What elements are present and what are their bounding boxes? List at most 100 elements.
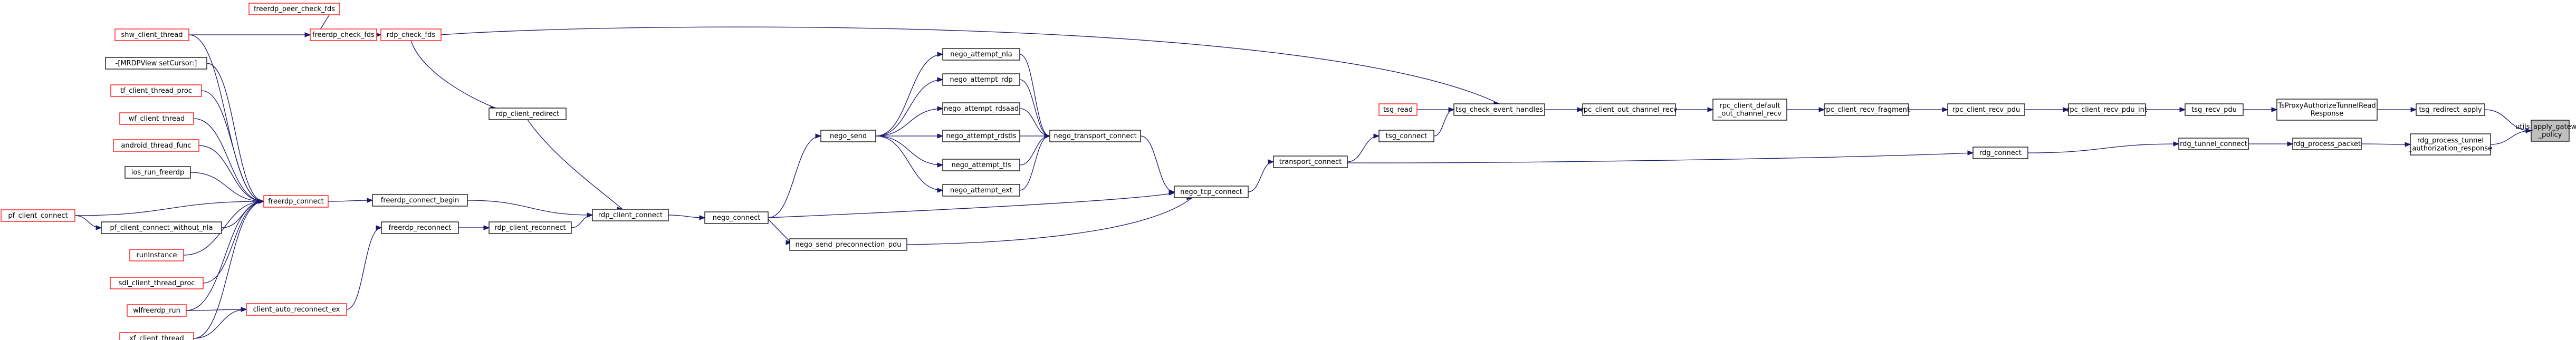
node-nego-attempt-nla[interactable]: nego_attempt_nla [942, 48, 1020, 61]
node-label: tsg_recv_pdu [2191, 106, 2237, 114]
node-label: freerdp_reconnect [389, 224, 452, 232]
node-tsg-redirect-apply[interactable]: tsg_redirect_apply [2416, 103, 2485, 116]
node-label: nego_transport_connect [1054, 132, 1136, 140]
node-label: rdg_connect [1979, 149, 2022, 157]
node-nego-attempt-ext[interactable]: nego_attempt_ext [942, 184, 1020, 197]
node-rpc-client-recv-pdu[interactable]: rpc_client_recv_pdu [1947, 103, 2025, 116]
node-pf-client-connect[interactable]: pf_client_connect [1, 209, 75, 222]
node-label: nego_attempt_rdp [950, 76, 1012, 84]
node-tf-client-thread-proc[interactable]: tf_client_thread_proc [110, 84, 202, 97]
node-shw-client-thread[interactable]: shw_client_thread [114, 28, 189, 41]
node-label: sdl_client_thread_proc [119, 279, 195, 287]
node-nego-attempt-rdsaad[interactable]: nego_attempt_rdsaad [942, 102, 1020, 115]
node-box [1378, 103, 1418, 116]
call-edge-nego_attempt_nla-to-nego_transport_connect [1019, 54, 1050, 137]
node-transport-connect[interactable]: transport_connect [1273, 156, 1348, 168]
arrowhead [241, 307, 247, 312]
node-label: _policy [2538, 131, 2562, 139]
node-nego-tcp-connect[interactable]: nego_tcp_connect [1174, 186, 1249, 198]
node-ios-run-freerdp[interactable]: ios_run_freerdp [125, 166, 191, 179]
node-client-auto-reconnect-ex[interactable]: client_auto_reconnect_ex [246, 303, 347, 316]
node-box [263, 195, 329, 208]
node-rdg-tunnel-connect[interactable]: rdg_tunnel_connect [2178, 138, 2249, 150]
node-box [119, 332, 194, 340]
node-sdl-client-thread-proc[interactable]: sdl_client_thread_proc [110, 277, 204, 289]
node-tsg-check-event-handles[interactable]: tsg_check_event_handles [1453, 103, 1545, 116]
arrowhead [1577, 107, 1584, 112]
call-edge-tsg_connect-to-tsg_check_event_handles [1433, 109, 1454, 137]
node-rpc-client-recv-pdu-int[interactable]: rpc_client_recv_pdu_int [2067, 103, 2147, 116]
node-rdp-client-redirect[interactable]: rdp_client_redirect [489, 108, 567, 120]
node-nego-attempt-tls[interactable]: nego_attempt_tls [942, 159, 1020, 171]
node-mrdpview-setcursor[interactable]: -[MRDPView setCursor:] [105, 57, 207, 70]
arrowhead [2271, 107, 2278, 112]
call-edge-nego_attempt_tls-to-nego_transport_connect [1019, 135, 1050, 166]
node-box [1273, 156, 1348, 168]
arrowhead [1942, 107, 1949, 112]
node-freerdp-peer-check-fds[interactable]: freerdp_peer_check_fds [248, 3, 340, 15]
node-box [2068, 103, 2146, 116]
node-label: rpc_client_recv_pdu_int [2067, 106, 2147, 114]
call-edge-nego_connect-to-nego_send [768, 135, 821, 218]
node-nego-send-preconnection-pdu[interactable]: nego_send_preconnection_pdu [789, 238, 907, 251]
node-freerdp-connect-begin[interactable]: freerdp_connect_begin [372, 194, 468, 207]
node-rdp-client-connect[interactable]: rdp_client_connect [592, 209, 669, 221]
node-rdg-process-packet[interactable]: rdg_process_packet [2292, 138, 2362, 150]
node-box [1378, 130, 1434, 142]
node-nego-attempt-rdp[interactable]: nego_attempt_rdp [942, 73, 1020, 86]
node-label: rdp_client_redirect [496, 110, 560, 118]
node-xf-client-thread[interactable]: xf_client_thread [119, 332, 194, 340]
node-box [129, 249, 184, 261]
node-android-thread-func[interactable]: android_thread_func [113, 139, 199, 152]
call-edge-rdp_check_fds-to-rdp_client_redirect [410, 40, 496, 109]
arrowhead [2405, 142, 2411, 147]
node-freerdp-check-fds[interactable]: freerdp_check_fds [310, 28, 377, 41]
node-tsg-read[interactable]: tsg_read [1378, 103, 1418, 116]
node-label: pf_client_connect_without_nla [110, 224, 213, 232]
node-box [246, 303, 347, 316]
node-rdg-process-tunnel-authorization-response[interactable]: rdg_process_tunnel_authorization_respons… [2408, 133, 2492, 156]
node-runinstance[interactable]: runInstance [129, 249, 184, 261]
node-tsg-recv-pdu[interactable]: tsg_recv_pdu [2185, 103, 2244, 116]
call-edge-rdg_connect-to-rdg_tunnel_connect [2027, 143, 2179, 153]
node-wlfreerdp-run[interactable]: wlfreerdp_run [127, 304, 187, 317]
node-label: _authorization_response [2408, 145, 2492, 153]
node-nego-transport-connect[interactable]: nego_transport_connect [1049, 130, 1141, 142]
node-rpc-client-default-out-channel-recv[interactable]: rpc_client_default_out_channel_recv [1712, 99, 1787, 121]
node-label: rpc_client_default [1719, 102, 1780, 110]
node-box [2416, 103, 2485, 116]
node-nego-send[interactable]: nego_send [820, 130, 876, 142]
arrowhead [1448, 107, 1455, 112]
node-wf-client-thread[interactable]: wf_client_thread [119, 112, 194, 125]
node-nego-connect[interactable]: nego_connect [704, 211, 769, 224]
node-tsg-connect[interactable]: tsg_connect [1378, 130, 1434, 142]
arrowhead [258, 199, 265, 204]
node-label: freerdp_connect_begin [381, 197, 459, 205]
node-box [942, 48, 1020, 61]
node-label: pf_client_connect [8, 212, 68, 220]
node-box [1972, 147, 2028, 159]
node-rpc-client-recv-fragment[interactable]: rpc_client_recv_fragment [1823, 103, 1910, 116]
node-utils-apply-gateway-policy[interactable]: utils_apply_gateway_policy [2515, 120, 2576, 142]
node-rdp-client-reconnect[interactable]: rdp_client_reconnect [489, 221, 572, 234]
node-label: nego_connect [713, 214, 761, 222]
node-pf-client-connect-without-nla[interactable]: pf_client_connect_without_nla [101, 221, 222, 234]
arrowhead [1044, 133, 1051, 139]
call-edge-nego_send-to-nego_attempt_nla [875, 54, 943, 137]
node-box [942, 159, 1020, 171]
node-rdp-check-fds[interactable]: rdp_check_fds [380, 28, 442, 41]
node-rpc-client-out-channel-recv[interactable]: rpc_client_out_channel_recv [1581, 103, 1678, 116]
node-rdg-connect[interactable]: rdg_connect [1972, 147, 2028, 159]
node-box [381, 221, 459, 234]
node-box [2178, 138, 2249, 150]
node-box [1824, 103, 1909, 116]
node-label: wf_client_thread [129, 115, 185, 123]
node-box [489, 108, 567, 120]
call-edge-MRDPView_setCursor-to-freerdp_connect [206, 63, 264, 202]
call-edge-nego_attempt_ext-to-nego_transport_connect [1019, 135, 1050, 191]
node-freerdp-reconnect[interactable]: freerdp_reconnect [381, 221, 459, 234]
node-freerdp-connect[interactable]: freerdp_connect [263, 195, 329, 208]
node-nego-attempt-rdstls[interactable]: nego_attempt_rdstls [942, 130, 1020, 142]
